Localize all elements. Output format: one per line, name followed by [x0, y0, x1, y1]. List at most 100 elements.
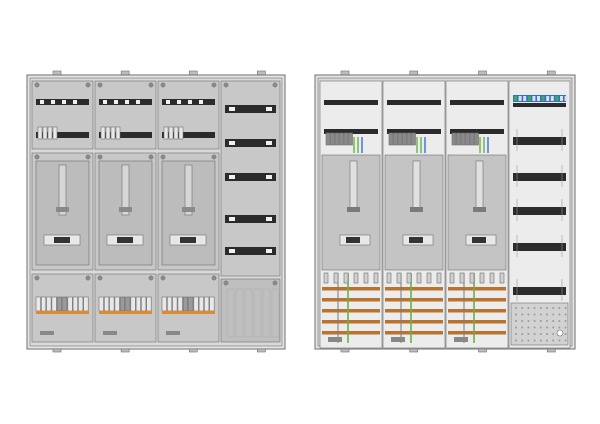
- breaker: [37, 126, 43, 140]
- perforation: [521, 307, 524, 309]
- screw: [223, 280, 229, 286]
- terminal: [198, 296, 204, 312]
- perforation: [527, 307, 530, 309]
- perforation: [539, 333, 542, 335]
- breaker: [115, 126, 121, 140]
- screw: [85, 154, 91, 160]
- top-lug: [340, 70, 350, 76]
- busbar-holder: [416, 272, 422, 284]
- perforation: [527, 313, 530, 316]
- perforation: [552, 326, 555, 329]
- terminal: [83, 296, 89, 312]
- perforation: [564, 333, 567, 335]
- screw: [34, 154, 40, 160]
- screw: [272, 280, 278, 286]
- perforation: [539, 326, 542, 329]
- top-lug: [478, 70, 487, 76]
- screw: [211, 275, 217, 281]
- busbar: [322, 287, 380, 291]
- perforation: [564, 307, 567, 309]
- terminal: [141, 296, 147, 312]
- terminal: [550, 96, 554, 101]
- screw: [85, 82, 91, 88]
- terminal: [72, 296, 78, 312]
- terminal: [62, 296, 68, 312]
- breaker: [334, 132, 340, 146]
- terminal: [514, 96, 517, 101]
- terminal: [67, 296, 73, 312]
- perforation: [515, 326, 517, 329]
- perforation: [533, 326, 536, 329]
- busbar-holder: [323, 272, 329, 284]
- terminal-slot: [166, 100, 170, 104]
- perforation: [539, 320, 542, 322]
- perforation: [527, 320, 530, 322]
- perforation: [552, 339, 555, 342]
- busbar: [385, 287, 443, 291]
- terminal: [35, 296, 41, 312]
- perforation: [515, 339, 517, 342]
- perforation: [533, 339, 536, 342]
- meter-display: [346, 237, 360, 243]
- terminal-slot: [266, 249, 272, 253]
- terminal-slot: [229, 175, 235, 179]
- busbar: [448, 320, 506, 324]
- terminal-slot: [229, 249, 235, 253]
- busbar-holder: [386, 272, 392, 284]
- din-rail: [450, 100, 504, 105]
- top-lug: [188, 70, 198, 76]
- terminal: [130, 296, 136, 312]
- terminal: [204, 296, 210, 312]
- vent-slat: [226, 288, 235, 338]
- breaker: [325, 132, 331, 146]
- busbar-holder: [343, 272, 349, 284]
- busbar: [448, 287, 506, 291]
- perforation: [552, 320, 555, 322]
- din-rail: [387, 129, 441, 134]
- perforation: [521, 320, 524, 322]
- terminal: [119, 296, 125, 312]
- din-rail: [99, 132, 152, 138]
- terminal-slot: [51, 100, 55, 104]
- perforation: [521, 326, 524, 329]
- busbar-holder: [373, 272, 379, 284]
- perforation: [558, 326, 561, 329]
- busbar-holder: [333, 272, 339, 284]
- din-rail: [513, 287, 566, 295]
- screw: [160, 275, 166, 281]
- busbar: [385, 298, 443, 302]
- terminal: [209, 296, 215, 312]
- vent-slat: [235, 288, 244, 338]
- terminal: [56, 296, 63, 312]
- breaker: [397, 132, 403, 146]
- breaker: [52, 126, 58, 140]
- busbar-holder: [449, 272, 455, 284]
- bottom-lug: [478, 348, 487, 353]
- perforation: [552, 313, 555, 316]
- terminal-slot: [40, 100, 44, 104]
- perforation: [546, 339, 548, 342]
- din-rail: [162, 132, 215, 138]
- breaker: [339, 132, 344, 146]
- din-rail: [324, 129, 378, 134]
- terminal-slot: [103, 100, 107, 104]
- terminal: [564, 96, 568, 101]
- terminal: [114, 296, 120, 312]
- bottom-lug: [409, 348, 419, 353]
- meter-slot: [58, 164, 67, 216]
- terminal: [518, 96, 522, 101]
- din-rail: [225, 105, 276, 113]
- terminal: [78, 296, 84, 312]
- earth-terminal: [556, 329, 564, 337]
- open-meter-column: [382, 80, 446, 349]
- breaker: [406, 132, 412, 146]
- terminal: [146, 296, 152, 312]
- perforation: [527, 333, 530, 335]
- meter-slot: [475, 160, 484, 212]
- cable-entry: [391, 337, 405, 342]
- terminal-slot: [229, 141, 235, 145]
- screw: [211, 82, 217, 88]
- terminal: [167, 296, 173, 312]
- terminal-slot: [266, 107, 272, 111]
